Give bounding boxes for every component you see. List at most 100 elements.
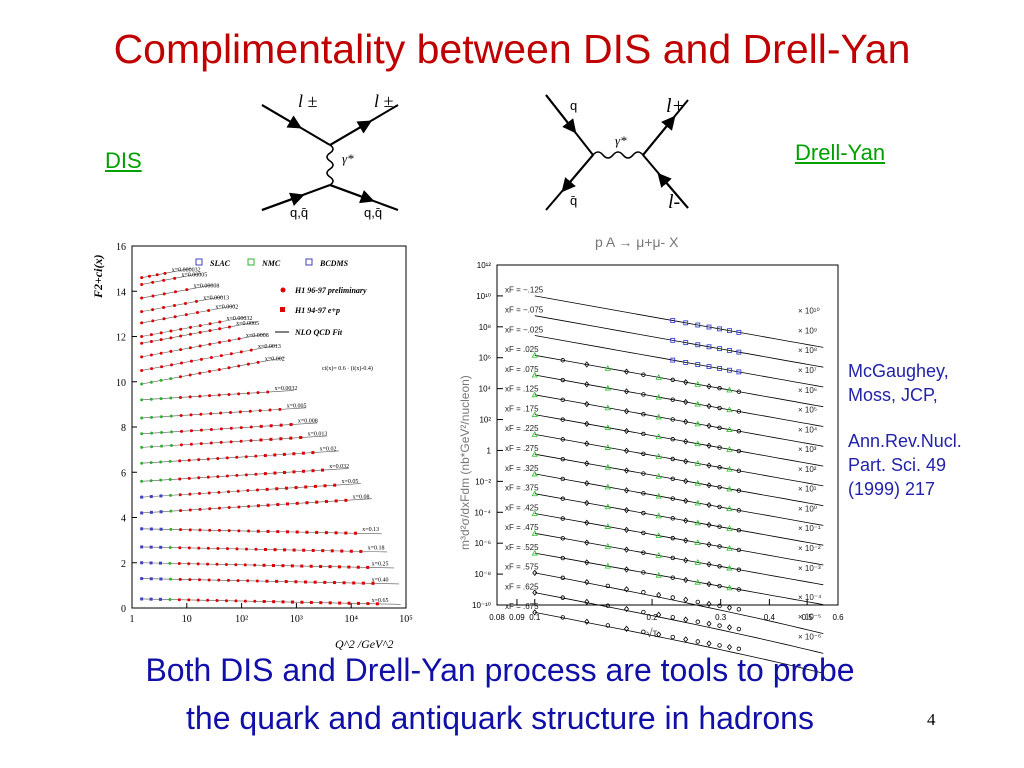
reference-author-2: Moss, JCP, xyxy=(848,385,938,405)
offset-note: ci(x)= 0.6 · (i(x)-0.4) xyxy=(322,365,373,372)
data-point xyxy=(604,562,612,569)
data-point xyxy=(670,516,675,521)
y-tick-label: 12 xyxy=(116,333,126,344)
dis-label[interactable]: DIS xyxy=(105,148,142,173)
data-point xyxy=(315,500,319,504)
xf-label: xF = −.125 xyxy=(505,286,544,295)
data-point xyxy=(169,329,173,333)
data-point xyxy=(140,527,144,531)
data-point xyxy=(328,565,332,569)
data-point xyxy=(717,326,722,332)
bin-label: x=0.013 xyxy=(307,432,327,438)
data-point xyxy=(184,313,188,317)
data-point xyxy=(330,549,334,553)
data-point xyxy=(208,507,212,511)
data-point xyxy=(532,589,538,596)
data-point xyxy=(694,460,701,466)
data-point xyxy=(282,470,286,474)
data-point xyxy=(159,338,163,342)
data-point xyxy=(736,567,742,572)
data-point xyxy=(178,375,182,379)
data-point xyxy=(187,458,191,462)
data-point xyxy=(216,475,220,479)
data-point xyxy=(188,395,192,399)
data-point xyxy=(641,491,646,496)
data-point xyxy=(694,479,701,486)
data-point xyxy=(198,371,202,375)
data-point xyxy=(352,581,356,585)
scale-factor: × 10⁰ xyxy=(798,504,817,513)
data-point xyxy=(604,543,612,549)
qcd-fit-line xyxy=(141,316,246,337)
data-point xyxy=(624,625,630,632)
data-point xyxy=(188,373,192,377)
data-point xyxy=(243,599,247,603)
bin-label: x=0.002 xyxy=(265,356,285,362)
y-axis-label: m³d²σ/dxFdm (nb*GeV²/nucleon) xyxy=(458,375,472,550)
data-point xyxy=(253,563,257,567)
data-point xyxy=(706,600,712,608)
scale-factor: × 10³ xyxy=(798,445,817,454)
qcd-fit-line xyxy=(141,578,400,585)
data-point xyxy=(624,487,630,494)
data-point xyxy=(584,559,590,566)
data-point xyxy=(229,410,233,414)
x-tick-label: 0.08 xyxy=(489,613,505,622)
scale-factor: × 10⁻⁴ xyxy=(798,593,822,602)
data-point xyxy=(584,381,590,388)
data-point xyxy=(706,344,712,350)
data-point xyxy=(227,339,231,343)
data-point xyxy=(149,597,153,601)
data-point xyxy=(217,490,221,494)
x-tick-label: 0.1 xyxy=(529,613,541,622)
data-point xyxy=(177,598,181,602)
bin-label: x=0.0005 xyxy=(236,321,259,327)
data-point xyxy=(584,361,590,368)
data-point xyxy=(695,322,701,328)
dis-top-left-label: l ± xyxy=(298,91,318,111)
data-point xyxy=(234,599,238,603)
chart-title: p A → μ+μ- X xyxy=(595,234,679,250)
data-point xyxy=(162,306,166,310)
data-point xyxy=(281,600,285,604)
dy-lminus-label: l- xyxy=(668,191,680,213)
data-point xyxy=(736,468,742,474)
scale-factor: × 10⁴ xyxy=(798,425,818,434)
data-point xyxy=(560,456,565,462)
data-point xyxy=(227,392,231,396)
data-point xyxy=(246,362,250,366)
data-point xyxy=(304,580,308,584)
data-point xyxy=(604,384,612,391)
data-point xyxy=(249,348,253,352)
data-point xyxy=(560,377,565,383)
data-point xyxy=(263,454,267,458)
dy-photon-line xyxy=(592,151,644,159)
data-point xyxy=(273,548,277,552)
xf-label: xF = .525 xyxy=(505,543,539,552)
data-point xyxy=(198,324,202,328)
data-point xyxy=(717,465,722,470)
data-point xyxy=(169,336,173,340)
bin-label: x=0.0032 xyxy=(274,386,297,392)
data-point xyxy=(283,548,287,552)
data-point xyxy=(229,440,233,444)
data-point xyxy=(179,327,183,331)
data-point xyxy=(726,386,733,393)
drell-yan-label[interactable]: Drell-Yan xyxy=(795,140,886,165)
data-point xyxy=(726,644,732,651)
data-point xyxy=(206,546,210,550)
fit-curve xyxy=(534,414,824,467)
data-point xyxy=(235,547,239,551)
xf-label: xF = .575 xyxy=(505,563,539,572)
data-point xyxy=(194,299,198,303)
data-point xyxy=(683,438,689,445)
data-point xyxy=(162,292,166,296)
data-point xyxy=(531,351,538,358)
data-point xyxy=(237,364,241,368)
data-point xyxy=(149,339,153,343)
data-point xyxy=(736,527,742,533)
data-point xyxy=(159,545,163,549)
data-point xyxy=(149,461,153,465)
data-point xyxy=(162,278,166,282)
